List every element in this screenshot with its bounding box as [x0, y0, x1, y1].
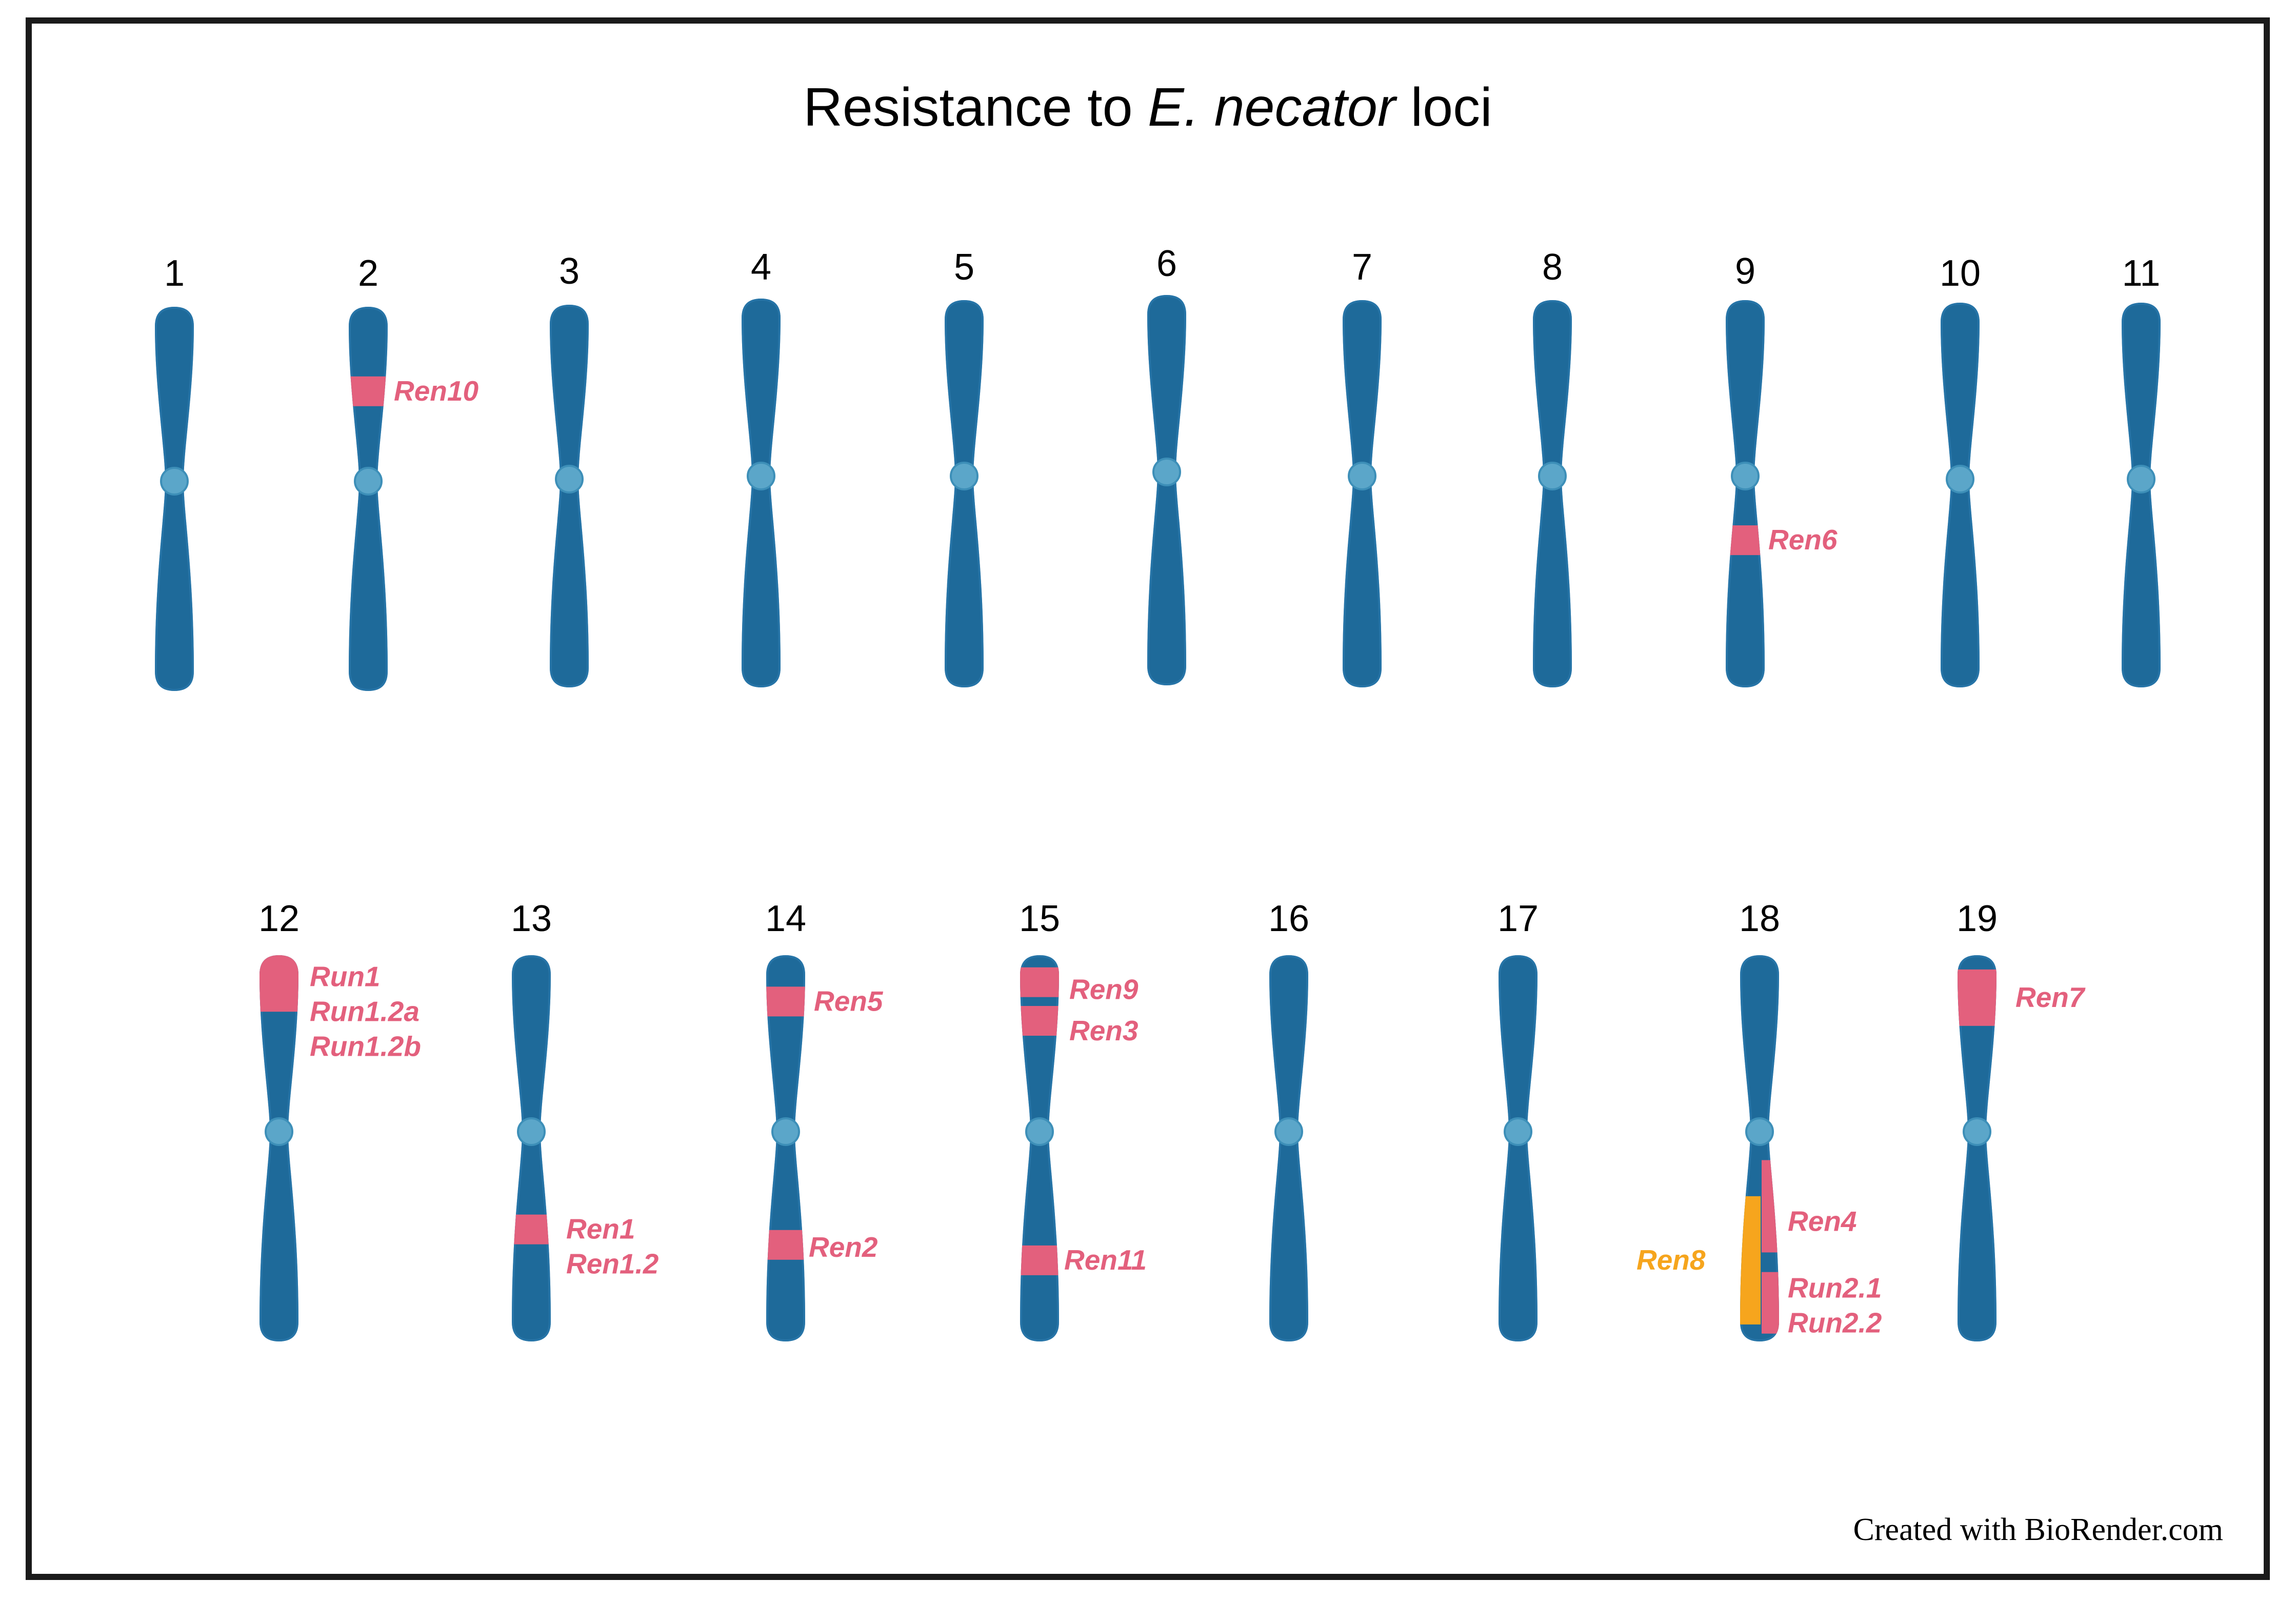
locus-label-run2.1: Run2.1 — [1788, 1272, 1882, 1304]
centromere — [555, 465, 584, 493]
chromosome-8 — [1533, 300, 1572, 687]
title-species: E. necator — [1148, 77, 1397, 137]
chromosome-number-14: 14 — [765, 898, 806, 939]
centromere — [1152, 458, 1181, 486]
chromosome-number-9: 9 — [1735, 251, 1755, 292]
chromosome-11 — [2122, 303, 2161, 687]
locus-band-ren7 — [1958, 969, 1996, 1026]
locus-band-ren5 — [766, 986, 805, 1017]
centromere — [265, 1117, 293, 1146]
locus-label-ren8: Ren8 — [1636, 1244, 1706, 1276]
centromere — [1504, 1117, 1532, 1146]
chromosome-number-15: 15 — [1019, 898, 1060, 939]
chromosome-12 — [259, 955, 298, 1341]
centromere — [1274, 1117, 1303, 1146]
locus-label-ren6: Ren6 — [1768, 524, 1838, 556]
chromosome-number-10: 10 — [1940, 253, 1981, 294]
chromosome-7 — [1343, 300, 1382, 687]
chromosome-number-6: 6 — [1156, 243, 1177, 284]
chromosome-9 — [1726, 300, 1765, 687]
diagram-title: Resistance to E. necator loci — [803, 77, 1492, 137]
chromosome-number-19: 19 — [1956, 898, 1998, 939]
locus-label-ren5: Ren5 — [814, 985, 884, 1017]
chromosome-number-11: 11 — [2122, 253, 2161, 294]
locus-label-ren1: Ren1 — [566, 1213, 635, 1245]
locus-label-run1: Run1 — [310, 961, 381, 993]
chromosome-4 — [742, 299, 781, 687]
chromosome-6 — [1147, 295, 1186, 685]
centromere — [2127, 465, 2155, 493]
chromosome-number-17: 17 — [1498, 898, 1539, 939]
chromosome-16 — [1269, 955, 1308, 1341]
locus-band-ren3 — [1020, 1006, 1059, 1036]
chromosome-number-18: 18 — [1739, 898, 1780, 939]
locus-band-ren1 — [512, 1214, 551, 1245]
diagram-frame — [26, 17, 2270, 1580]
locus-label-ren11: Ren11 — [1064, 1244, 1147, 1276]
chromosome-number-1: 1 — [164, 253, 185, 294]
chromosome-1 — [155, 307, 194, 691]
chromosome-17 — [1499, 955, 1538, 1341]
centromere — [1348, 462, 1376, 490]
locus-label-ren10: Ren10 — [394, 375, 478, 407]
centromere — [160, 467, 189, 496]
centromere — [354, 467, 383, 496]
locus-band-ren9 — [1020, 967, 1059, 997]
centromere — [1731, 462, 1760, 490]
locus-label-run1.2b: Run1.2b — [310, 1031, 421, 1062]
chromosome-number-4: 4 — [751, 247, 771, 288]
locus-label-ren9: Ren9 — [1069, 974, 1139, 1005]
locus-band-run2.1 — [1762, 1272, 1779, 1334]
locus-band-run1 — [259, 955, 298, 1012]
locus-band-ren6 — [1726, 525, 1765, 556]
locus-band-ren2 — [766, 1230, 805, 1260]
centromere — [1025, 1117, 1054, 1146]
centromere — [1745, 1117, 1774, 1146]
chromosome-number-7: 7 — [1352, 247, 1372, 288]
locus-label-ren2: Ren2 — [809, 1231, 878, 1263]
chromosome-number-8: 8 — [1542, 247, 1563, 288]
chromosome-number-2: 2 — [358, 253, 378, 294]
chromosome-number-5: 5 — [954, 247, 974, 288]
centromere — [1538, 462, 1567, 490]
chromosome-15 — [1020, 955, 1059, 1341]
title-suffix: loci — [1395, 77, 1492, 137]
centromere — [1946, 465, 1974, 493]
centromere — [950, 462, 979, 490]
chromosome-13 — [512, 955, 551, 1341]
chromosome-5 — [945, 300, 984, 687]
locus-label-ren4: Ren4 — [1788, 1205, 1857, 1237]
locus-band-ren10 — [349, 376, 388, 406]
chromosome-3 — [550, 305, 589, 687]
chromosome-10 — [1941, 303, 1980, 687]
locus-label-ren7: Ren7 — [2015, 981, 2086, 1013]
locus-label-run1.2a: Run1.2a — [310, 996, 420, 1028]
centromere — [771, 1117, 800, 1146]
centromere — [517, 1117, 546, 1146]
locus-band-ren11 — [1020, 1245, 1059, 1275]
credit-text: Created with BioRender.com — [1853, 1512, 2223, 1547]
chromosome-19 — [1958, 955, 1996, 1341]
centromere — [747, 462, 775, 490]
locus-label-ren3: Ren3 — [1069, 1015, 1139, 1046]
locus-label-run2.2: Run2.2 — [1788, 1307, 1882, 1339]
chromosome-number-13: 13 — [511, 898, 552, 939]
chromosome-number-3: 3 — [559, 251, 580, 292]
locus-label-ren1.2: Ren1.2 — [566, 1248, 659, 1280]
chromosome-number-16: 16 — [1268, 898, 1309, 939]
chromosome-number-12: 12 — [258, 898, 300, 939]
centromere — [1963, 1117, 1991, 1146]
title-prefix: Resistance to — [803, 77, 1148, 137]
